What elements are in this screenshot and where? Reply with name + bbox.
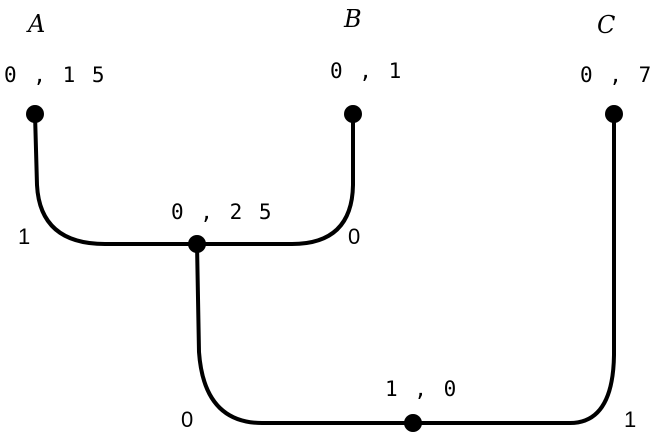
edge-label-b: 0: [348, 224, 360, 249]
root-node: [404, 414, 422, 432]
leaf-b-name: B: [343, 5, 362, 33]
edge-b-to-ab: [195, 112, 355, 246]
internal-ab-probability: 0 , 2 5: [171, 200, 274, 224]
leaf-node-c: [605, 105, 623, 123]
edge-label-a: 1: [18, 224, 30, 249]
edge-label-c: 1: [624, 407, 636, 432]
root-probability: 1 , 0: [385, 377, 458, 401]
leaf-a-name: A: [26, 10, 45, 38]
leaf-a-probability: 0 , 1 5: [4, 63, 107, 87]
leaf-c-probability: 0 , 7 5: [580, 63, 655, 87]
edge-a-to-ab: [33, 112, 199, 246]
edge-label-ab: 0: [181, 407, 193, 432]
leaf-c-name: C: [597, 11, 615, 39]
internal-node-ab: [188, 235, 206, 253]
leaf-node-a: [26, 105, 44, 123]
edge-ab-to-root: [195, 242, 415, 425]
leaf-node-b: [344, 105, 362, 123]
leaf-b-probability: 0 , 1: [330, 59, 403, 83]
edge-c-to-root: [411, 112, 616, 425]
